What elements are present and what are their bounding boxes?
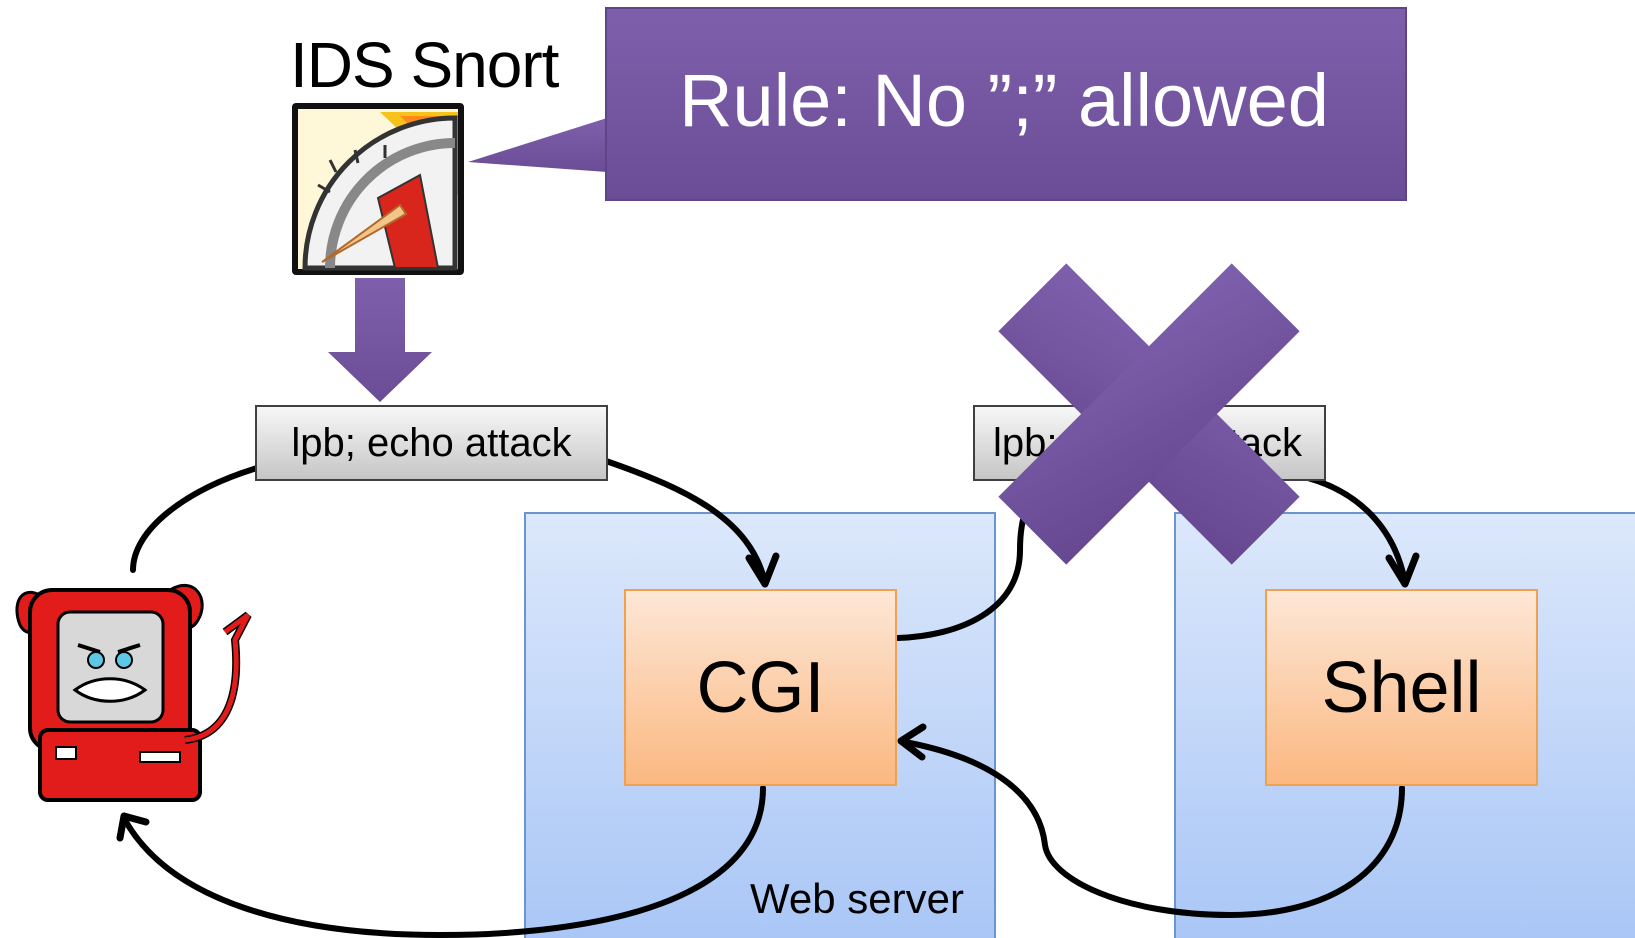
flow-shell-return-to-cgi (902, 739, 1405, 919)
flow-packet-to-cgi (603, 458, 768, 585)
flow-cgi-return-to-attacker (122, 785, 766, 938)
callout-box (605, 7, 1407, 201)
down-arrow-icon (328, 278, 432, 402)
cgi-box: CGI (624, 589, 897, 786)
packet-label-right: lpb; ttack (973, 405, 1326, 481)
packet-text-right: lpb; (993, 420, 1058, 465)
flow-packet-right-to-shell (1297, 473, 1408, 585)
cgi-label: CGI (696, 647, 825, 728)
ids-title: IDS Snort (290, 29, 559, 101)
packet-text-right-tail: ttack (1217, 420, 1302, 465)
speedometer-gauge-icon (292, 103, 464, 275)
callout-text: Rule: No ”;” allowed (679, 59, 1329, 142)
shell-label: Shell (1321, 647, 1482, 728)
web-server-label: Web server (750, 875, 964, 922)
packet-text-left: lpb; echo attack (291, 420, 572, 465)
arrowhead-to-shell (1385, 552, 1420, 588)
shell-box: Shell (1265, 589, 1538, 786)
callout-pointer (468, 118, 607, 172)
packet-label-left: lpb; echo attack (255, 405, 608, 481)
arrowhead-to-cgi-return (897, 723, 927, 761)
flow-attacker-to-packet (130, 465, 260, 573)
arrowhead-to-attacker (116, 812, 150, 842)
arrowhead-to-cgi (745, 552, 780, 588)
devil-computer-icon (15, 583, 252, 802)
